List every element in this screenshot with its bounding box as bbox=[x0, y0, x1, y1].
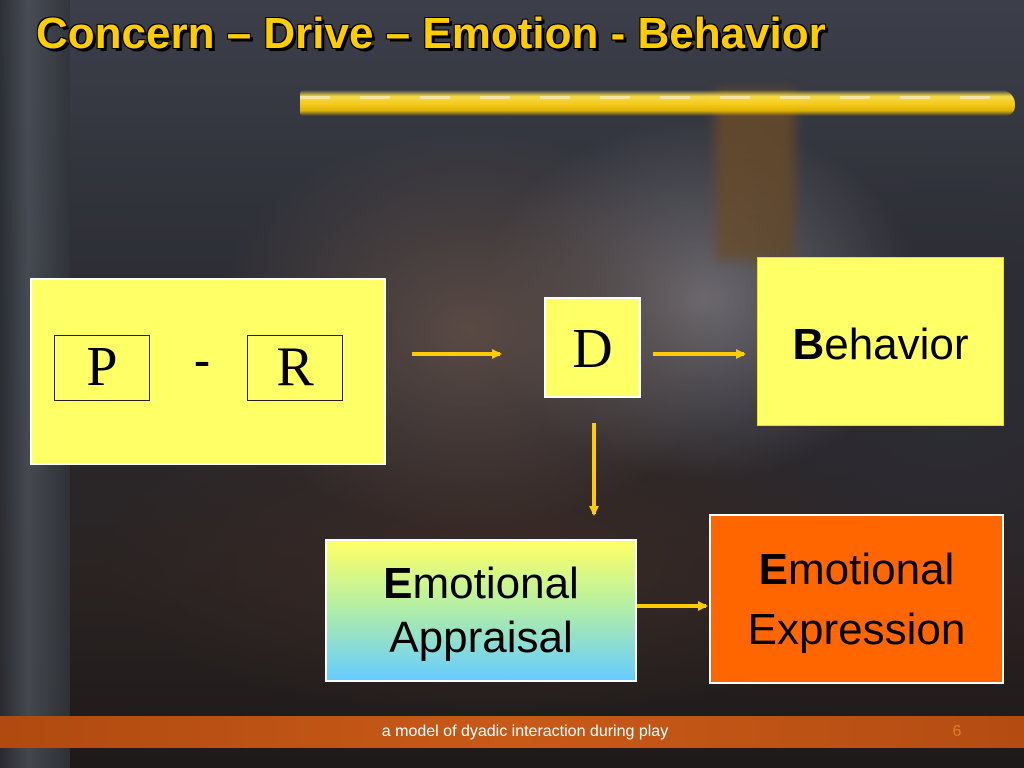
emotional-expression-line1: Emotional bbox=[711, 540, 1002, 600]
person-resource-box: P - R bbox=[30, 278, 386, 465]
emotional-expression-box: Emotional Expression bbox=[709, 514, 1004, 684]
emotional-expression-rest: motional bbox=[788, 545, 955, 594]
emotional-expression-line2: Expression bbox=[747, 605, 966, 654]
emotional-expression-initial: E bbox=[758, 545, 789, 594]
slide-title: Concern – Drive – Emotion - Behavior bbox=[36, 9, 826, 58]
footer-caption: a model of dyadic interaction during pla… bbox=[381, 723, 669, 740]
p-box: P bbox=[54, 335, 150, 401]
background-orange-pillar bbox=[715, 90, 795, 260]
behavior-initial: B bbox=[792, 320, 825, 369]
emotional-appraisal-line2: Appraisal bbox=[389, 613, 573, 662]
emotional-appraisal-box: Emotional Appraisal bbox=[325, 539, 637, 682]
drive-box: D bbox=[544, 297, 641, 398]
title-underline-brush bbox=[300, 90, 1015, 116]
emotional-appraisal-initial: E bbox=[383, 559, 413, 608]
behavior-box: Behavior bbox=[757, 257, 1004, 426]
emotional-appraisal-rest: motional bbox=[412, 559, 579, 608]
r-box: R bbox=[247, 335, 343, 401]
behavior-rest: ehavior bbox=[824, 320, 969, 369]
emotional-appraisal-line1: Emotional bbox=[327, 557, 635, 611]
dash-separator: - bbox=[194, 333, 210, 386]
page-number: 6 bbox=[952, 723, 962, 740]
footer-bar bbox=[0, 716, 1024, 748]
